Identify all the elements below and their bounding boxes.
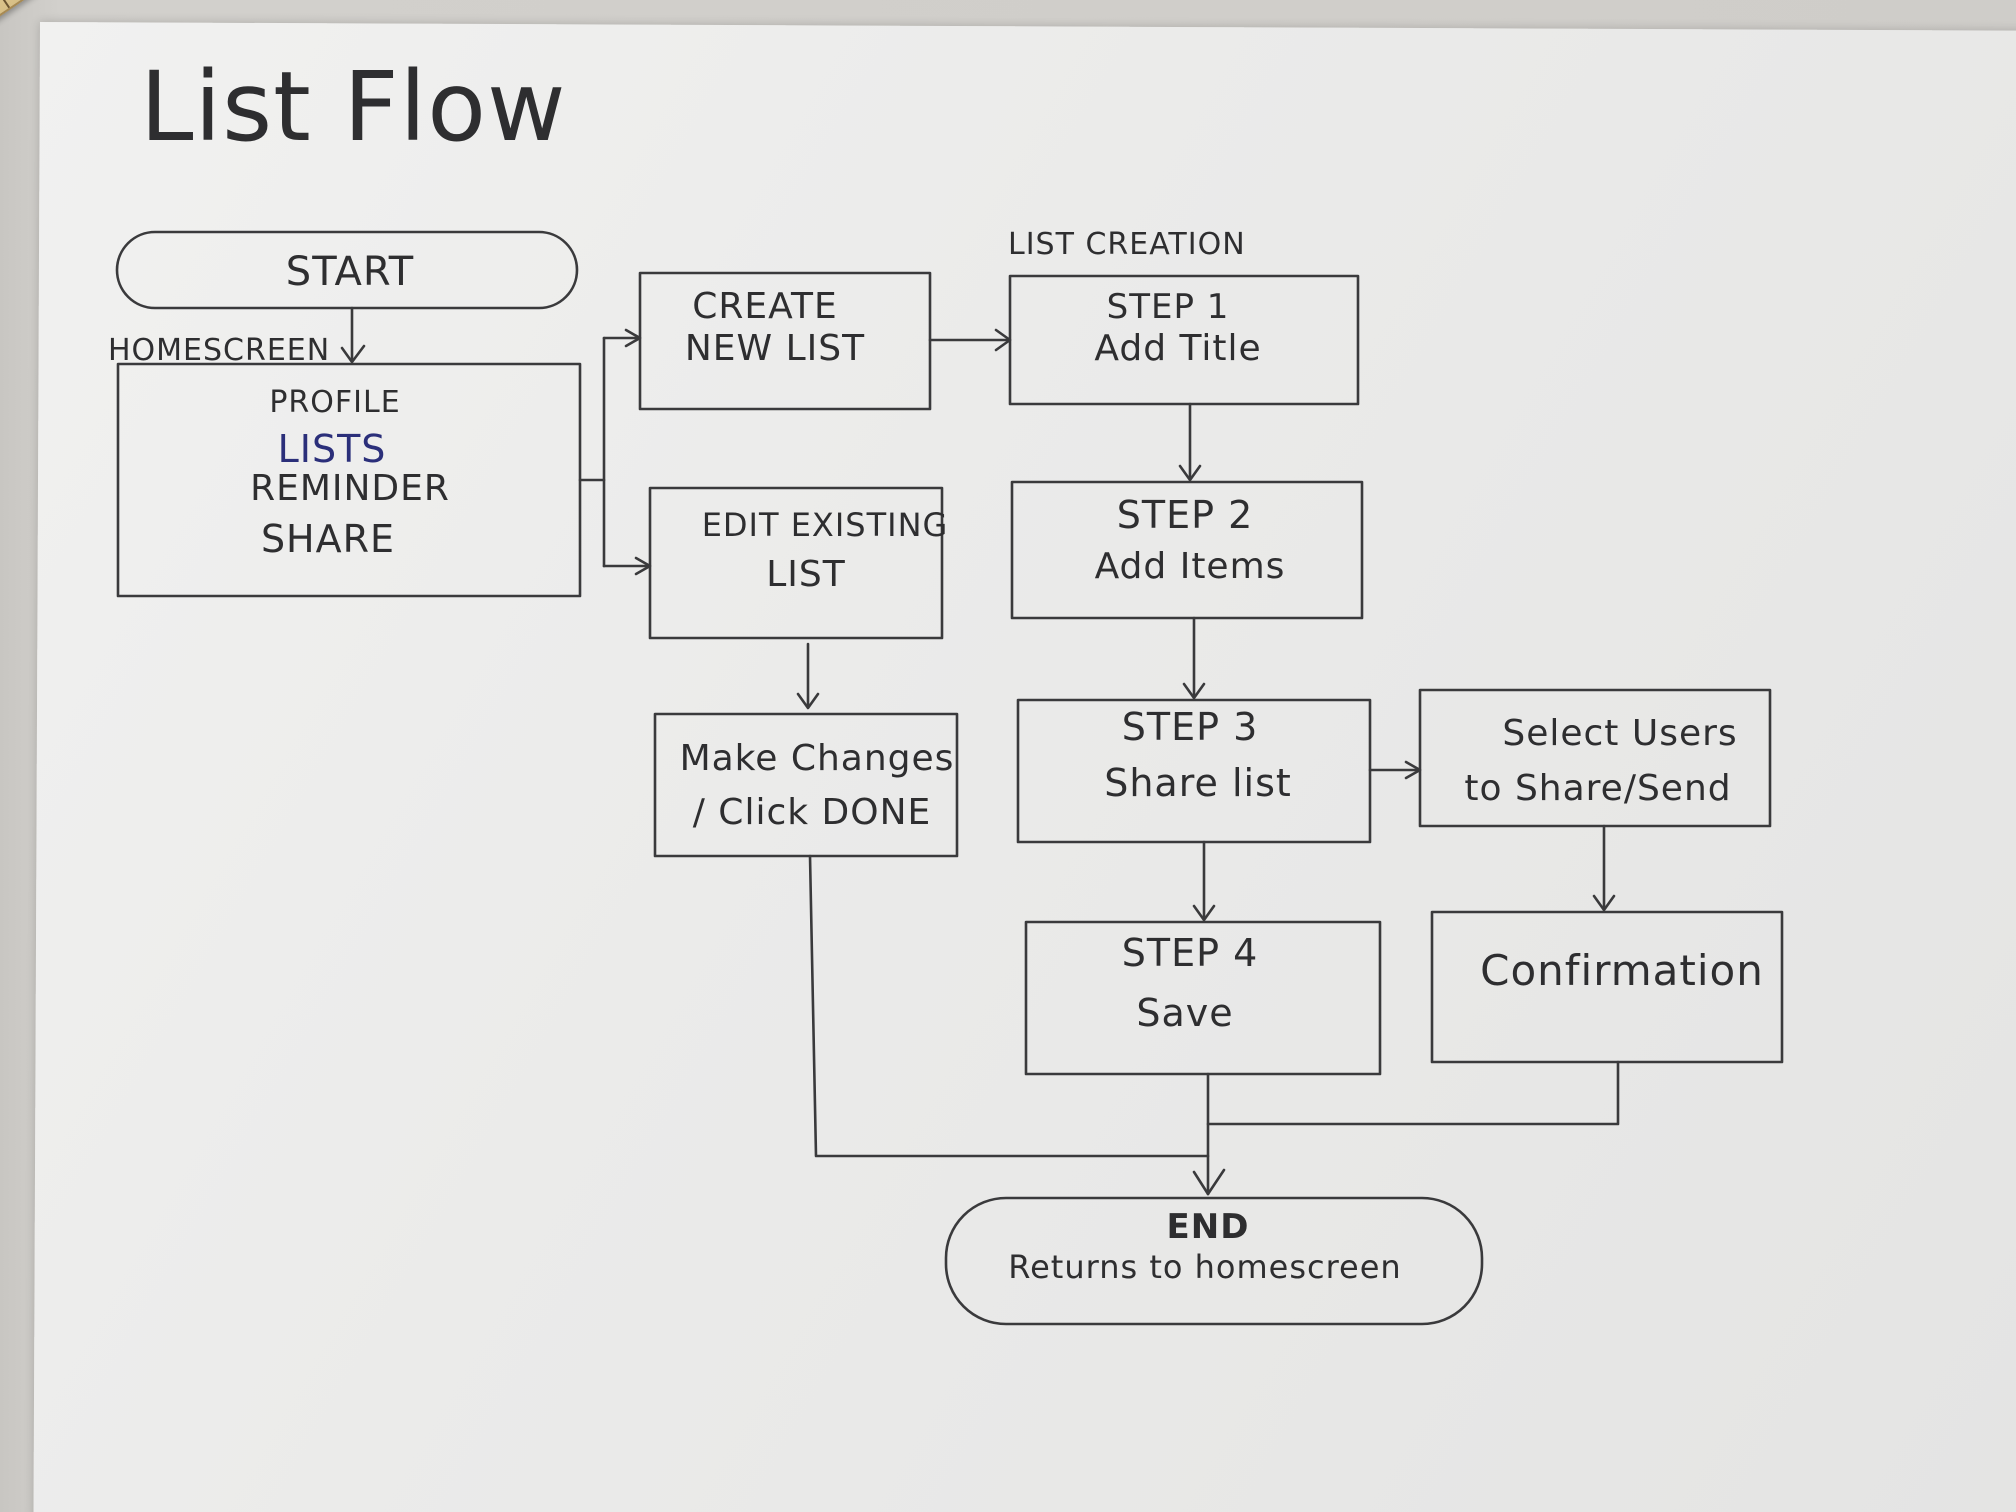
arrowhead-step3-step4 — [1192, 904, 1216, 922]
start-node: START — [115, 230, 579, 310]
step-2-line-2: Add Items — [1095, 546, 1286, 587]
arrowhead-branch-edit — [634, 556, 652, 576]
step-4-node: STEP 4 Save — [1024, 920, 1382, 1076]
homescreen-item-share: SHARE — [261, 517, 395, 561]
select-users-line-1: Select Users — [1502, 713, 1737, 754]
arrowhead-create-step1 — [994, 328, 1012, 352]
end-node: END Returns to homescreen — [944, 1196, 1484, 1326]
arrowhead-step2-step3 — [1182, 682, 1206, 700]
step-4-line-1: STEP 4 — [1122, 931, 1259, 975]
create-new-list-node: CREATE NEW LIST — [638, 271, 932, 411]
create-new-list-line-1: CREATE — [692, 286, 837, 327]
select-users-node: Select Users to Share/Send — [1418, 688, 1772, 828]
make-changes-line-1: Make Changes — [680, 738, 955, 779]
select-users-line-2: to Share/Send — [1464, 768, 1731, 809]
arrowhead-step3-select — [1404, 760, 1422, 780]
make-changes-line-2: / Click DONE — [693, 792, 932, 833]
step-1-line-2: Add Title — [1094, 328, 1261, 369]
arrowhead-branch-create — [624, 328, 642, 348]
connectors — [340, 306, 1620, 1196]
homescreen-item-lists: LISTS — [278, 427, 387, 471]
confirmation-label: Confirmation — [1480, 946, 1764, 995]
list-creation-heading: LIST CREATION — [1008, 227, 1246, 262]
arrowhead-start-homescreen — [340, 344, 366, 364]
homescreen-node: PROFILE LISTS REMINDER SHARE — [116, 362, 582, 598]
homescreen-item-profile: PROFILE — [269, 385, 400, 420]
homescreen-item-reminder: REMINDER — [250, 468, 450, 509]
step-1-line-1: STEP 1 — [1107, 287, 1230, 327]
confirmation-node: Confirmation — [1430, 910, 1784, 1064]
end-sublabel: Returns to homescreen — [1008, 1248, 1401, 1286]
arrowhead-step1-step2 — [1178, 464, 1202, 482]
step-2-line-1: STEP 2 — [1117, 493, 1254, 537]
end-label: END — [1167, 1207, 1250, 1247]
arrowhead-select-confirmation — [1592, 894, 1616, 912]
line-confirmation-bottom — [1206, 1060, 1620, 1126]
step-3-line-2: Share list — [1104, 761, 1292, 805]
step-2-node: STEP 2 Add Items — [1010, 480, 1364, 620]
make-changes-node: Make Changes / Click DONE — [653, 712, 959, 858]
homescreen-heading: HOMESCREEN — [108, 333, 330, 368]
edit-existing-list-line-2: LIST — [766, 554, 846, 595]
edit-existing-list-node: EDIT EXISTING LIST — [648, 486, 949, 640]
step-4-line-2: Save — [1136, 991, 1233, 1035]
arrowhead-edit-makechanges — [796, 692, 820, 710]
arrowhead-step4-end — [1192, 1168, 1226, 1196]
step-3-node: STEP 3 Share list — [1016, 698, 1372, 844]
create-new-list-line-2: NEW LIST — [685, 328, 865, 369]
line-makechanges-bottom — [808, 854, 1210, 1158]
step-1-node: STEP 1 Add Title — [1008, 274, 1360, 406]
start-label: START — [286, 249, 414, 295]
diagram-title: List Flow — [140, 51, 566, 163]
edit-existing-list-line-1: EDIT EXISTING — [702, 506, 949, 544]
step-3-line-1: STEP 3 — [1122, 705, 1259, 749]
